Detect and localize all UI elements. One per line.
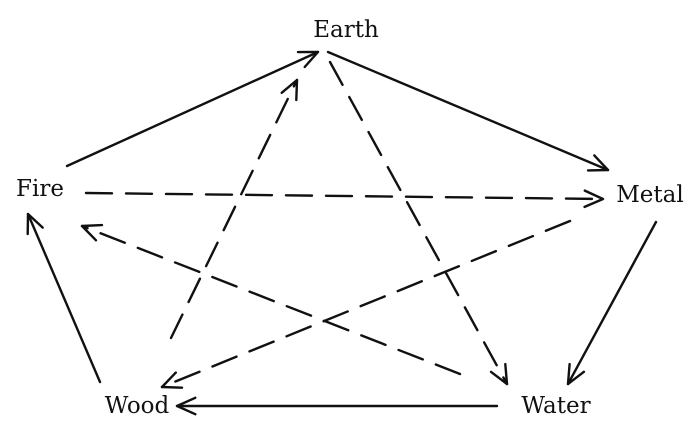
edge-fire-to-earth	[65, 50, 320, 168]
edge-fire-to-metal-line	[84, 191, 605, 201]
edge-fire-to-metal-arrowhead-icon	[583, 189, 605, 209]
label-layer: Earth Fire Metal Wood Water	[16, 17, 684, 419]
node-earth: Earth	[313, 17, 379, 43]
edge-wood-to-fire	[26, 212, 102, 384]
edge-metal-to-wood-arrowhead-icon	[160, 371, 184, 389]
edge-wood-to-earth	[169, 78, 299, 340]
edge-earth-to-metal-arrowhead-icon	[586, 154, 610, 172]
edge-wood-to-earth-arrowhead-icon	[280, 78, 299, 102]
edge-water-to-fire	[80, 223, 462, 376]
node-metal: Metal	[616, 182, 683, 208]
node-fire: Fire	[16, 176, 64, 202]
edge-metal-to-water-arrowhead-icon	[566, 362, 586, 386]
edge-water-to-fire-arrowhead-icon	[80, 223, 104, 242]
edge-earth-to-metal-line	[326, 50, 610, 172]
node-water: Water	[521, 393, 590, 419]
edge-fire-to-earth-line	[65, 50, 320, 168]
edge-water-to-wood-arrowhead-icon	[175, 396, 197, 416]
edge-metal-to-water	[566, 220, 658, 386]
edge-wood-to-earth-line	[169, 78, 299, 340]
edge-metal-to-water-line	[566, 220, 658, 386]
edge-metal-to-wood-line	[160, 219, 572, 389]
edge-water-to-wood	[175, 396, 499, 416]
node-wood: Wood	[105, 393, 170, 419]
edge-metal-to-wood	[160, 219, 572, 389]
edge-earth-to-water-arrowhead-icon	[489, 362, 509, 386]
edge-layer	[26, 50, 658, 416]
edge-fire-to-earth-arrowhead-icon	[296, 50, 320, 69]
edge-earth-to-metal	[326, 50, 610, 172]
edge-earth-to-water	[328, 60, 509, 386]
edge-earth-to-water-line	[328, 60, 509, 386]
edge-fire-to-metal	[84, 189, 605, 209]
edge-water-to-fire-line	[80, 224, 462, 376]
edge-wood-to-fire-arrowhead-icon	[26, 212, 44, 236]
edge-wood-to-fire-line	[26, 212, 102, 384]
